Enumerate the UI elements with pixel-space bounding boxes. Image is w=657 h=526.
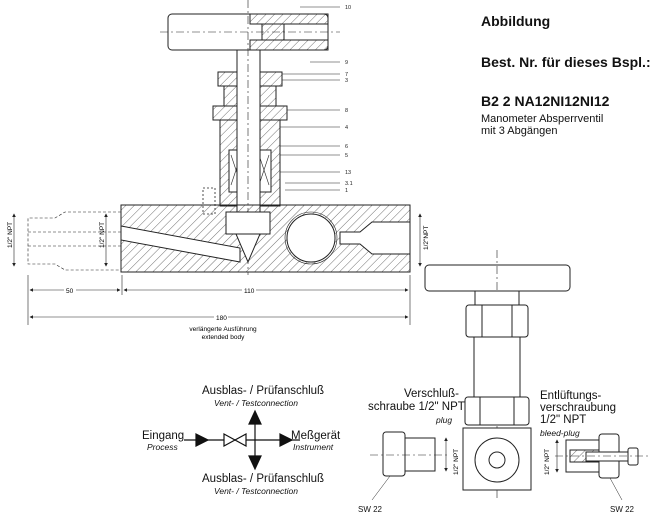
side-view bbox=[370, 250, 650, 501]
section-view bbox=[12, 0, 422, 325]
vent-top-label-en: Vent- / Testconnection bbox=[214, 398, 298, 408]
wrench-size-left: SW 22 bbox=[358, 505, 383, 514]
bleed-label-2: verschraubung bbox=[540, 402, 617, 414]
part-number-labels: 10 9 7 3 8 4 6 5 13 3.1 1 bbox=[345, 5, 353, 194]
npt-inner-label: 1/2" NPT bbox=[99, 222, 106, 248]
part-label: 13 bbox=[345, 170, 351, 176]
npt-bleed-label: 1/2" NPT bbox=[544, 449, 551, 475]
vent-top-label: Ausblas- / Prüfanschluß bbox=[202, 385, 325, 397]
part-label: 8 bbox=[345, 108, 348, 114]
part-label: 10 bbox=[345, 5, 351, 11]
instrument-label-en: Instrument bbox=[293, 442, 334, 452]
extended-body-en: extended body bbox=[202, 334, 245, 341]
part-label: 3 bbox=[345, 78, 348, 84]
description-line2: mit 3 Abgängen bbox=[481, 125, 558, 137]
part-label: 5 bbox=[345, 153, 348, 159]
vent-bottom-label-en: Vent- / Testconnection bbox=[214, 486, 298, 496]
description-line1: Manometer Absperrventil bbox=[481, 113, 604, 125]
bleed-label-1: Entlüftungs- bbox=[540, 390, 602, 402]
npt-center-label: 1/2" NPT bbox=[453, 449, 460, 475]
part-label: 6 bbox=[345, 144, 348, 150]
process-label-en: Process bbox=[147, 442, 178, 452]
npt-left-label: 1/2" NPT bbox=[7, 222, 14, 248]
vent-bottom-label: Ausblas- / Prüfanschluß bbox=[202, 473, 325, 485]
part-label: 1 bbox=[345, 188, 348, 194]
wrench-size-right: SW 22 bbox=[610, 505, 635, 514]
dim-110: 110 bbox=[244, 288, 255, 295]
process-label: Eingang bbox=[142, 430, 185, 442]
npt-right-label: 1/2"NPT bbox=[423, 226, 430, 250]
order-code: B2 2 NA12NI12NI12 bbox=[481, 93, 610, 109]
plug-label-en: plug bbox=[436, 415, 453, 425]
bleed-label-en: bleed-plug bbox=[540, 428, 580, 438]
bleed-label-3: 1/2" NPT bbox=[540, 414, 587, 426]
part-label: 4 bbox=[345, 125, 348, 131]
valve-body bbox=[120, 187, 411, 273]
plug-label-2: schraube 1/2" NPT bbox=[368, 401, 465, 413]
instrument-label: Meßgerät bbox=[291, 430, 341, 442]
order-label: Best. Nr. für dieses Bspl.: bbox=[481, 54, 651, 70]
extended-body-de: verlängerte Ausführung bbox=[189, 326, 257, 333]
figure-title: Abbildung bbox=[481, 13, 551, 29]
part-label: 7 bbox=[345, 72, 348, 78]
plug-label-1: Verschluß- bbox=[404, 388, 459, 400]
part-label: 3.1 bbox=[345, 181, 353, 187]
part-label: 9 bbox=[345, 60, 348, 66]
handle bbox=[160, 13, 340, 51]
dim-180: 180 bbox=[216, 315, 227, 322]
dim-50: 50 bbox=[66, 288, 74, 295]
flow-schematic bbox=[184, 409, 300, 471]
